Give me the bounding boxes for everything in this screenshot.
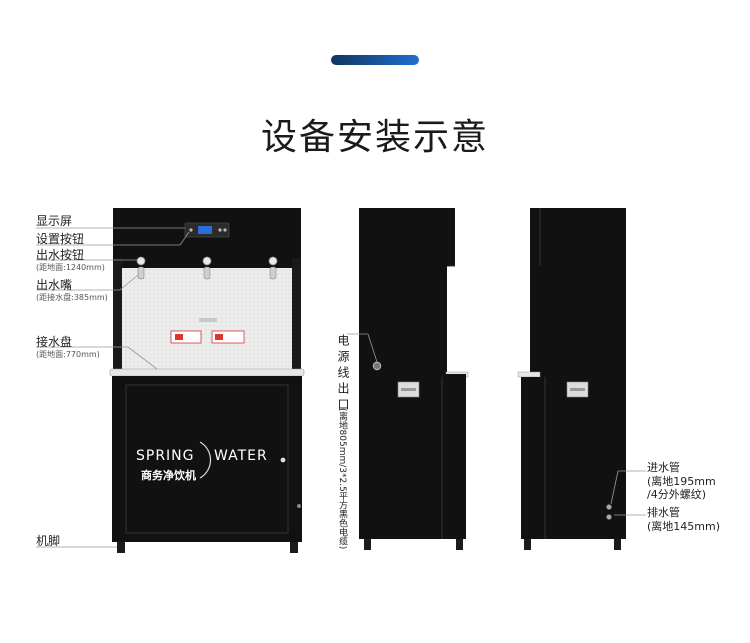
drip-tray xyxy=(109,368,305,377)
spout-2 xyxy=(203,266,211,280)
label-feet: 机脚 xyxy=(36,534,61,548)
label-outlet-button-note: (距地面:1240mm) xyxy=(36,263,105,272)
brand-spring: SPRING xyxy=(136,448,195,464)
label-outlet-button: 出水按钮 xyxy=(36,248,85,262)
side-view-machine xyxy=(359,208,469,550)
outlet-button-2 xyxy=(202,256,212,266)
power-outlet-port xyxy=(372,361,382,371)
outlet-button-1 xyxy=(136,256,146,266)
spout-1 xyxy=(137,266,145,280)
inlet-pipe-port xyxy=(606,504,612,510)
foot-front-right xyxy=(290,542,298,553)
label-drip-tray-note: (距地面:770mm) xyxy=(36,350,100,359)
brand-water: WATER xyxy=(214,448,268,464)
brand-subtitle: 商务净饮机 xyxy=(141,469,196,482)
label-spout-note: (距接水盘:385mm) xyxy=(36,293,108,302)
drain-pipe-port xyxy=(606,514,612,520)
side-leader-line xyxy=(347,333,378,363)
label-spout: 出水嘴 xyxy=(36,278,73,292)
label-display: 显示屏 xyxy=(36,214,73,228)
label-power-outlet-note: (离地805mm/3*2.5平方黑色电缆) xyxy=(337,408,347,550)
spout-3 xyxy=(269,266,277,280)
page-title: 设备安装示意 xyxy=(260,117,489,158)
label-power-outlet: 电源线出口 xyxy=(336,334,350,414)
label-drain-pipe: 排水管 xyxy=(647,506,680,519)
back-view-machine xyxy=(517,208,626,550)
label-inlet-note-1: (离地195mm xyxy=(647,475,716,488)
outlet-button-3 xyxy=(268,256,278,266)
back-drip-tray xyxy=(517,371,541,378)
front-cabinet xyxy=(112,376,302,542)
header-accent-bar xyxy=(331,55,419,65)
label-inlet-pipe: 进水管 xyxy=(647,461,680,474)
label-drip-tray: 接水盘 xyxy=(36,335,73,349)
back-leader-lines xyxy=(610,470,646,516)
front-view-machine xyxy=(109,208,305,553)
foot-front-left xyxy=(117,542,125,553)
front-leader-lines xyxy=(36,227,190,548)
label-settings-button: 设置按钮 xyxy=(36,232,85,246)
label-drain-note: (离地145mm) xyxy=(647,520,721,533)
label-inlet-note-2: /4分外螺纹) xyxy=(647,488,706,501)
